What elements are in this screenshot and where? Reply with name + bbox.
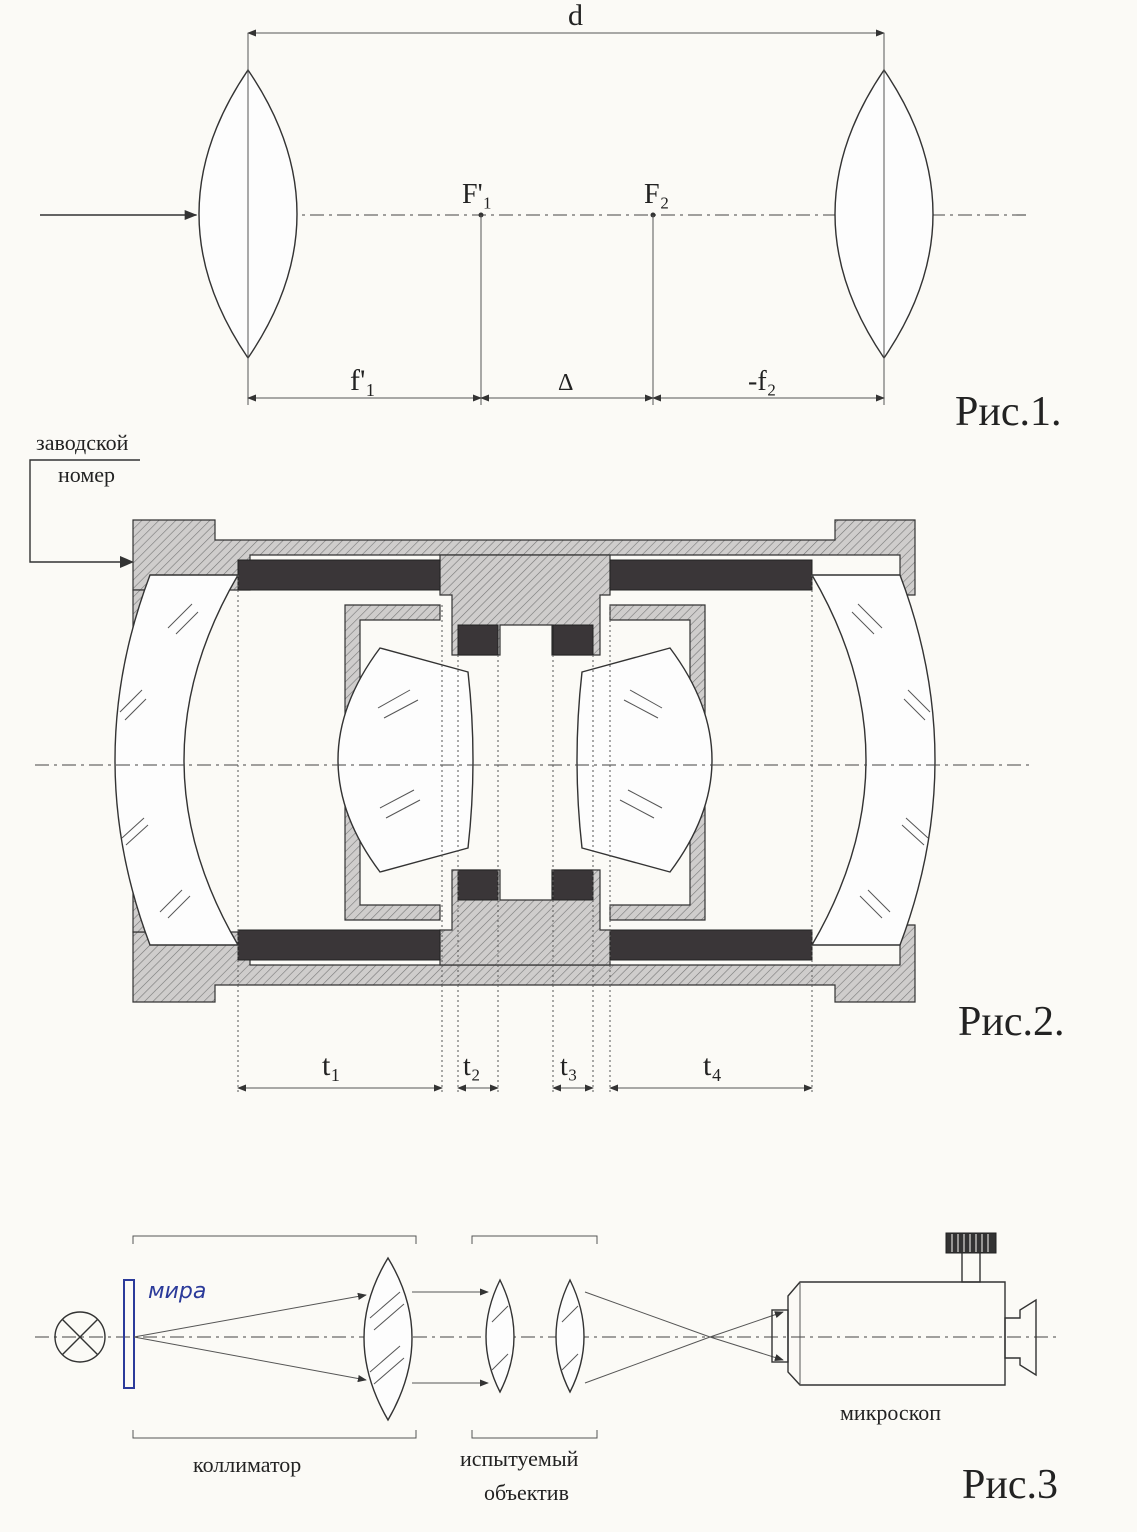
serial-leader-arrow xyxy=(120,556,134,568)
objective-bracket-bottom xyxy=(471,1430,598,1439)
figure-3: мира xyxy=(35,1232,1060,1508)
inner-mount-left xyxy=(344,604,441,921)
collimator-rays xyxy=(133,1292,367,1383)
handwritten-mira: мира xyxy=(148,1279,206,1304)
caption-fig2: Рис.2. xyxy=(958,999,1064,1045)
reference-lines xyxy=(237,575,813,1095)
label-t1: t₁ xyxy=(322,1049,341,1082)
spacer-ring-t1-bottom xyxy=(237,929,441,961)
serial-label-line2: номер xyxy=(58,462,115,487)
label-microscope: микроскоп xyxy=(840,1400,941,1425)
caption-fig1: Рис.1. xyxy=(955,389,1061,435)
label-t3: t₃ xyxy=(560,1051,578,1082)
label-f1: f'₁ xyxy=(350,364,376,397)
spacer-ring-t1-top xyxy=(237,559,441,591)
microscope-icon xyxy=(771,1232,1037,1386)
glass-hatching xyxy=(369,1291,405,1385)
caption-fig3: Рис.3 xyxy=(962,1462,1058,1508)
spacer-ring-t4-bottom xyxy=(609,929,813,961)
meniscus-lens-left xyxy=(114,574,240,946)
serial-label-line1: заводской xyxy=(36,430,129,455)
label-delta: Δ xyxy=(558,370,573,396)
figure-1: d F'₁ F₂ f'₁ Δ -f₂ Рис.1. xyxy=(40,0,1061,435)
collimator-bracket-top xyxy=(132,1235,417,1244)
label-test-lens-line2: объектив xyxy=(484,1480,569,1505)
label-f2: -f₂ xyxy=(748,366,776,397)
label-F1: F'₁ xyxy=(462,179,492,210)
label-d: d xyxy=(568,0,583,32)
test-chart xyxy=(123,1279,135,1389)
barrel-bottom xyxy=(132,924,916,1003)
glass-hatching xyxy=(119,603,931,919)
figure-2: заводской номер xyxy=(29,430,1064,1095)
collimator-lens xyxy=(363,1256,413,1422)
label-test-lens-line1: испытуемый xyxy=(460,1446,579,1471)
spacer-t3-bottom xyxy=(552,869,594,901)
spacer-ring-t4-top xyxy=(609,559,813,591)
focus-rays xyxy=(584,1291,784,1384)
light-source-icon xyxy=(54,1311,106,1363)
label-collimator: коллиматор xyxy=(193,1452,301,1477)
collimator-bracket-bottom xyxy=(132,1430,417,1439)
spacer-t3-top xyxy=(552,624,594,656)
eyepiece xyxy=(1004,1298,1037,1377)
serial-leader-line xyxy=(29,459,140,563)
inner-lens-left xyxy=(337,647,474,873)
glass-hatching xyxy=(491,1305,579,1371)
objective-lens-1 xyxy=(485,1278,515,1394)
meniscus-lens-right xyxy=(810,574,936,946)
inner-lens-right xyxy=(576,647,713,873)
spacer-t2-bottom xyxy=(457,869,499,901)
objective-lens-2 xyxy=(555,1278,585,1394)
objective-bracket-top xyxy=(471,1235,598,1244)
spacer-t2-top xyxy=(457,624,499,656)
label-t2: t₂ xyxy=(463,1051,481,1082)
label-t4: t₄ xyxy=(703,1049,722,1082)
label-F2: F₂ xyxy=(644,179,669,210)
